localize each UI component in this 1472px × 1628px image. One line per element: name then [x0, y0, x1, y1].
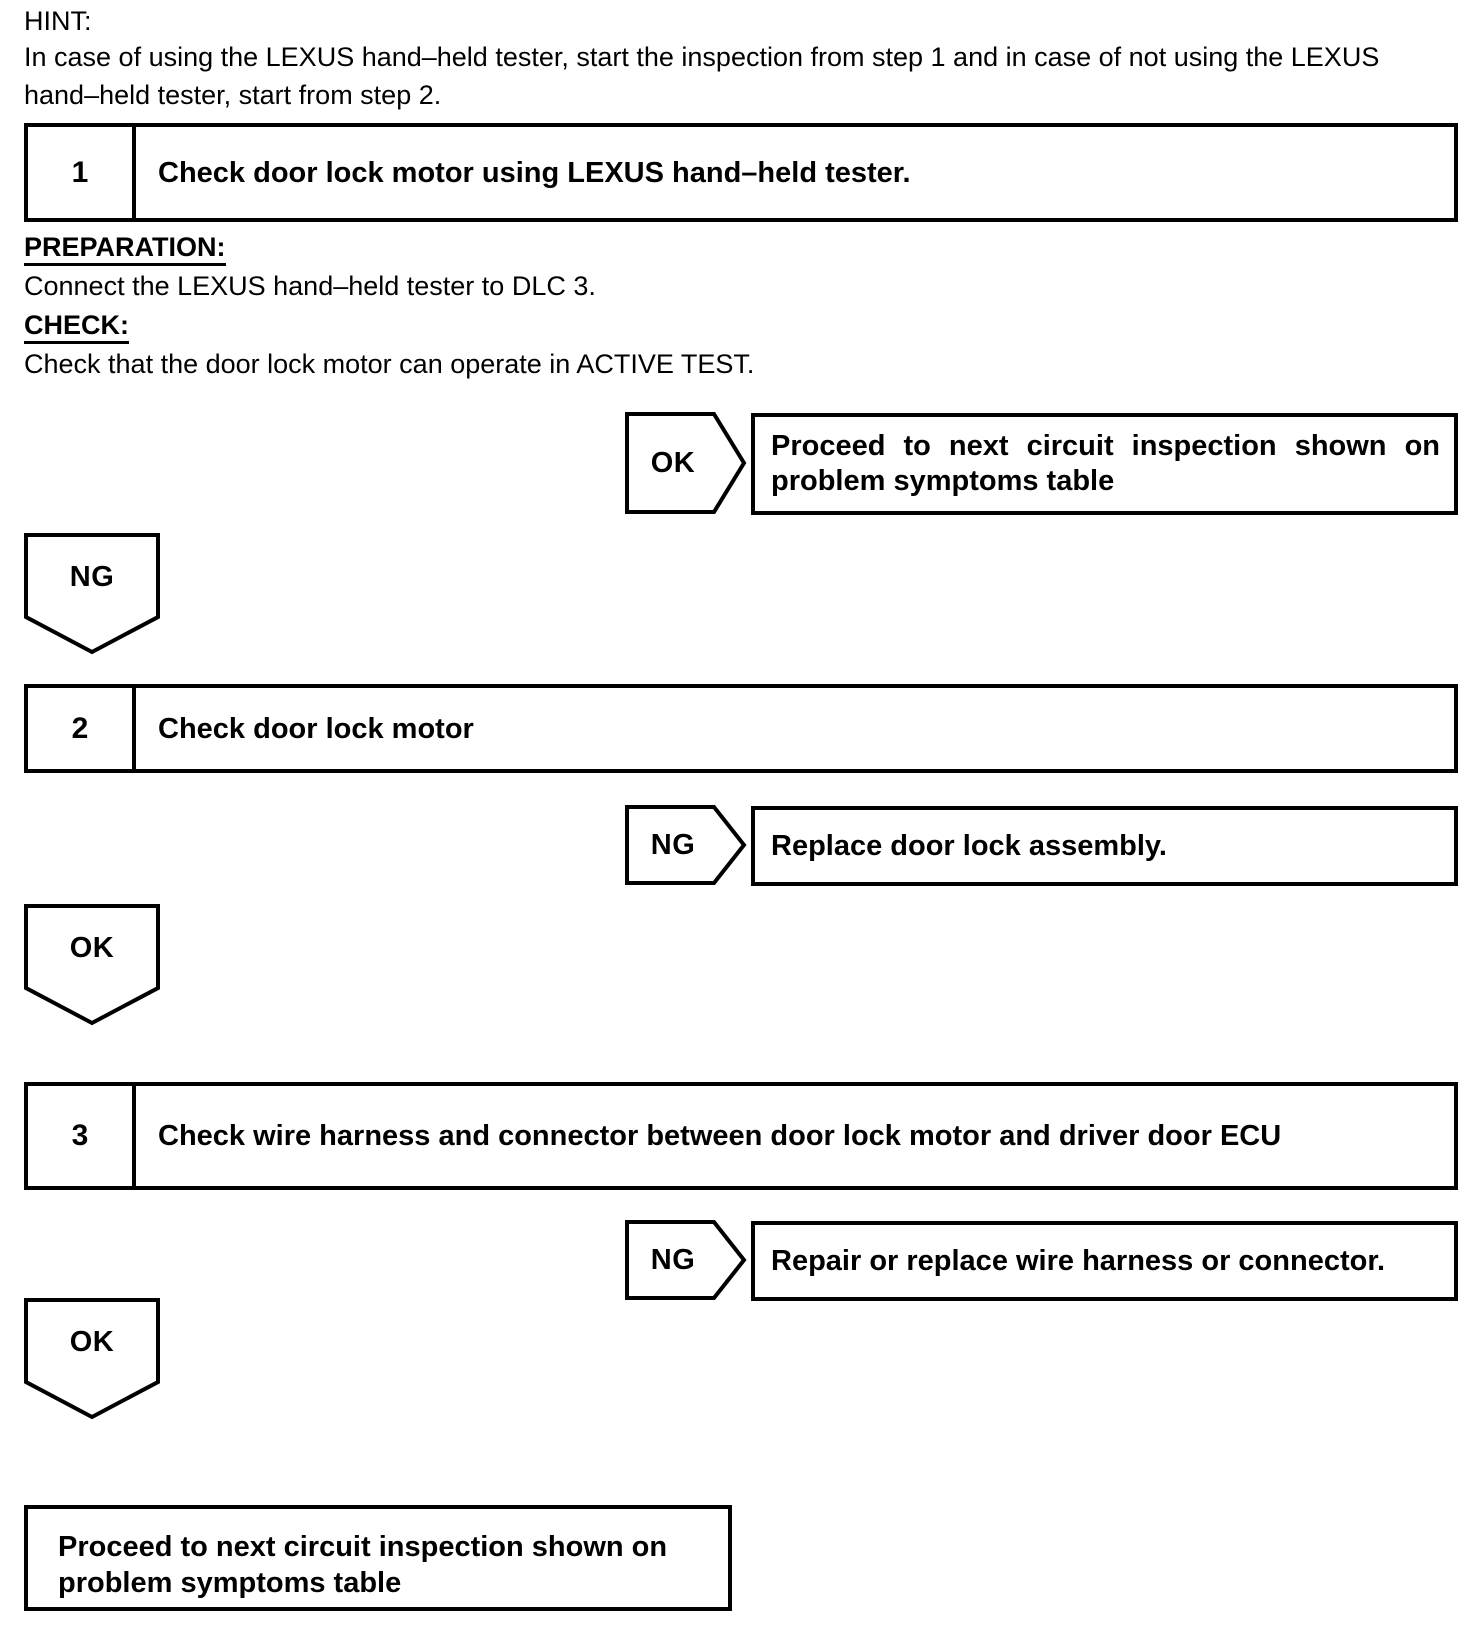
preparation-text: Connect the LEXUS hand–held tester to DL…: [24, 271, 596, 301]
result-row-ng-3: NG Repair or replace wire harness or con…: [625, 1220, 1458, 1301]
result-row-ng-2: NG Replace door lock assembly.: [625, 805, 1458, 886]
step-box-3: 3 Check wire harness and connector betwe…: [24, 1082, 1458, 1190]
preparation-label: PREPARATION:: [24, 232, 226, 266]
step-title-3: Check wire harness and connector between…: [158, 1120, 1282, 1152]
arrow-right-pentagon-icon: [625, 412, 747, 514]
result-text-2: Replace door lock assembly.: [771, 829, 1167, 862]
ng-arrow-tag-3: NG: [625, 1220, 747, 1300]
terminal-text: Proceed to next circuit inspection shown…: [58, 1531, 668, 1599]
step-title-2: Check door lock motor: [158, 712, 474, 745]
result-text-1: Proceed to next circuit inspection shown…: [771, 430, 1440, 497]
step-box-1: 1 Check door lock motor using LEXUS hand…: [24, 123, 1458, 222]
arrow-down-pentagon-icon: [24, 904, 160, 1026]
connector-ok-label-2: OK: [69, 931, 115, 964]
ng-arrow-label-3: NG: [650, 1243, 696, 1276]
hint-text: In case of using the LEXUS hand–held tes…: [24, 42, 1380, 110]
connector-ng-1: NG: [24, 533, 170, 655]
ng-arrow-label-2: NG: [650, 828, 696, 861]
ng-arrow-tag-2: NG: [625, 805, 747, 885]
terminal-box: Proceed to next circuit inspection shown…: [24, 1505, 732, 1611]
result-box-1: Proceed to next circuit inspection shown…: [751, 413, 1458, 515]
connector-ng-label-1: NG: [69, 560, 115, 593]
result-text-3: Repair or replace wire harness or connec…: [771, 1244, 1386, 1277]
step-number-1: 1: [28, 127, 136, 218]
connector-ok-3: OK: [24, 1298, 170, 1420]
step-number-2: 2: [28, 688, 136, 769]
arrow-down-pentagon-icon: [24, 1298, 160, 1420]
result-box-3: Repair or replace wire harness or connec…: [751, 1221, 1458, 1301]
connector-ok-label-3: OK: [69, 1325, 115, 1358]
check-label: CHECK:: [24, 310, 129, 344]
connector-ok-2: OK: [24, 904, 170, 1026]
ok-arrow-tag-1: OK: [625, 412, 747, 514]
result-box-2: Replace door lock assembly.: [751, 806, 1458, 886]
step-number-3: 3: [28, 1086, 136, 1186]
ok-arrow-label-1: OK: [650, 446, 696, 479]
step-title-1: Check door lock motor using LEXUS hand–h…: [158, 156, 911, 189]
arrow-down-pentagon-icon: [24, 533, 160, 655]
result-row-ok-1: OK Proceed to next circuit inspection sh…: [625, 412, 1458, 515]
check-text: Check that the door lock motor can opera…: [24, 349, 755, 379]
arrow-right-pentagon-icon: [625, 1220, 747, 1300]
hint-label: HINT:: [24, 6, 92, 36]
step-box-2: 2 Check door lock motor: [24, 684, 1458, 773]
arrow-right-pentagon-icon: [625, 805, 747, 885]
